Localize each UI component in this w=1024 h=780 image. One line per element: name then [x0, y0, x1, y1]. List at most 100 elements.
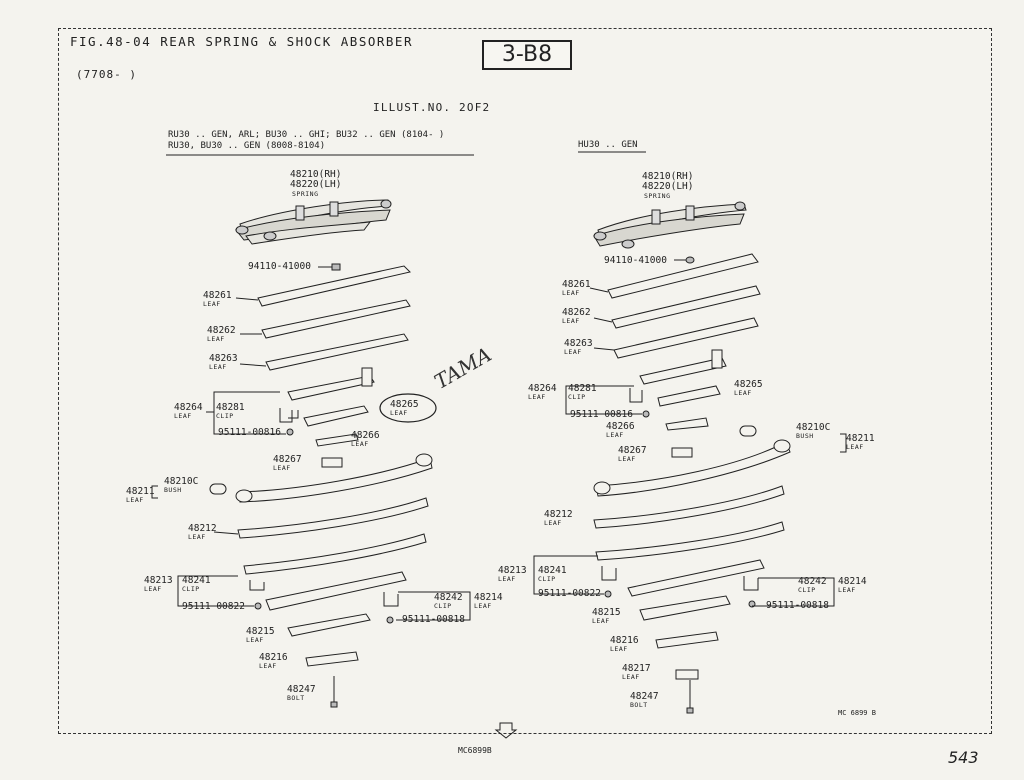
label-95111-00816-right: 95111-00816: [570, 409, 633, 420]
clip-sub: CLIP: [216, 412, 234, 420]
label-48263-right: 48263: [564, 338, 593, 349]
label-48215: 48215: [246, 626, 275, 637]
label-48214: 48214: [474, 592, 503, 603]
label-48241-right: 48241: [538, 565, 567, 576]
leaf-sub: LEAF: [498, 575, 516, 583]
label-48213: 48213: [144, 575, 173, 586]
label-94110-right: 94110-41000: [604, 255, 667, 266]
clip-sub: CLIP: [434, 602, 452, 610]
leaf-sub: LEAF: [207, 335, 225, 343]
label-48213-right: 48213: [498, 565, 527, 576]
right-spring-assembly-icon: [593, 201, 747, 249]
bolt-sub: BOLT: [630, 701, 648, 709]
label-spring-right: SPRING: [644, 192, 671, 200]
left-applicability-1: RU30 .. GEN, ARL; BU30 .. GHI; BU32 .. G…: [168, 130, 445, 140]
leaf-sub: LEAF: [273, 464, 291, 472]
right-applicability: HU30 .. GEN: [578, 140, 638, 150]
leaf-sub: LEAF: [246, 636, 264, 644]
label-48215-right: 48215: [592, 607, 621, 618]
leaf-sub: LEAF: [734, 389, 752, 397]
illustration-number: ILLUST.NO. 2OF2: [373, 101, 491, 114]
bush-sub: BUSH: [796, 432, 814, 440]
section-badge: 3-B8: [482, 40, 572, 70]
leaf-sub: LEAF: [528, 393, 546, 401]
label-48281-right: 48281: [568, 383, 597, 394]
leaf-sub: LEAF: [544, 519, 562, 527]
label-spring: SPRING: [292, 190, 319, 198]
label-48210c-right: 48210C: [796, 422, 831, 433]
leaf-sub: LEAF: [606, 431, 624, 439]
label-48261: 48261: [203, 290, 232, 301]
label-48266-right: 48266: [606, 421, 635, 432]
label-48212-right: 48212: [544, 509, 573, 520]
leaf-sub: LEAF: [592, 617, 610, 625]
leaf-sub: LEAF: [838, 586, 856, 594]
leaf-sub: LEAF: [209, 363, 227, 371]
drawing-number: MC6899B: [458, 746, 492, 755]
label-48266: 48266: [351, 430, 380, 441]
label-48247-right: 48247: [630, 691, 659, 702]
leaf-sub: LEAF: [188, 533, 206, 541]
leaf-sub: LEAF: [474, 602, 492, 610]
label-48211-right: 48211: [846, 433, 875, 444]
label-95111-00816: 95111-00816: [218, 427, 281, 438]
leaf-sub: LEAF: [846, 443, 864, 451]
label-95111-00822-right: 95111-00822: [538, 588, 601, 599]
label-95111-00822: 95111-00822: [182, 601, 245, 612]
leaf-sub: LEAF: [126, 496, 144, 504]
leaf-sub: LEAF: [610, 645, 628, 653]
label-94110: 94110-41000: [248, 261, 311, 272]
leaf-sub: LEAF: [564, 348, 582, 356]
figure-title: FIG.48-04 REAR SPRING & SHOCK ABSORBER: [70, 34, 413, 49]
leaf-sub: LEAF: [351, 440, 369, 448]
clip-sub: CLIP: [182, 585, 200, 593]
label-48214-right: 48214: [838, 576, 867, 587]
label-48262-right: 48262: [562, 307, 591, 318]
left-applicability-2: RU30, BU30 .. GEN (8008-8104): [168, 141, 326, 151]
leaf-sub: LEAF: [203, 300, 221, 308]
page-number: 543: [948, 748, 979, 767]
label-48242-right: 48242: [798, 576, 827, 587]
bush-sub: BUSH: [164, 486, 182, 494]
label-48216: 48216: [259, 652, 288, 663]
label-48265: 48265: [390, 399, 419, 410]
label-48220-right: 48220(LH): [642, 181, 694, 192]
label-48220: 48220(LH): [290, 179, 342, 190]
leaf-sub: LEAF: [390, 409, 408, 417]
drawing-ref-small: MC 6899 B: [838, 709, 876, 717]
label-48264-right: 48264: [528, 383, 557, 394]
left-spring-assembly-icon: [235, 199, 392, 245]
label-48210-right: 48210(RH): [642, 171, 694, 182]
leaf-sub: LEAF: [259, 662, 277, 670]
label-95111-00818-right: 95111-00818: [766, 600, 829, 611]
leaf-sub: LEAF: [618, 455, 636, 463]
clip-sub: CLIP: [568, 393, 586, 401]
clip-sub: CLIP: [538, 575, 556, 583]
leaf-sub: LEAF: [562, 317, 580, 325]
date-range: (7708- ): [76, 68, 137, 81]
leaf-sub: LEAF: [562, 289, 580, 297]
leaf-sub: LEAF: [174, 412, 192, 420]
label-48210: 48210(RH): [290, 169, 342, 180]
label-48262: 48262: [207, 325, 236, 336]
label-48212: 48212: [188, 523, 217, 534]
label-48247: 48247: [287, 684, 316, 695]
label-48281: 48281: [216, 402, 245, 413]
label-48242: 48242: [434, 592, 463, 603]
leaf-sub: LEAF: [144, 585, 162, 593]
label-48217-right: 48217: [622, 663, 651, 674]
label-48241: 48241: [182, 575, 211, 586]
label-48210c: 48210C: [164, 476, 199, 487]
clip-sub: CLIP: [798, 586, 816, 594]
label-48267: 48267: [273, 454, 302, 465]
label-48263: 48263: [209, 353, 238, 364]
label-48264: 48264: [174, 402, 203, 413]
label-48267-right: 48267: [618, 445, 647, 456]
diagram-frame: [58, 28, 992, 734]
label-48265-right: 48265: [734, 379, 763, 390]
label-48261-right: 48261: [562, 279, 591, 290]
bolt-sub: BOLT: [287, 694, 305, 702]
leaf-sub: LEAF: [622, 673, 640, 681]
label-95111-00818: 95111-00818: [402, 614, 465, 625]
